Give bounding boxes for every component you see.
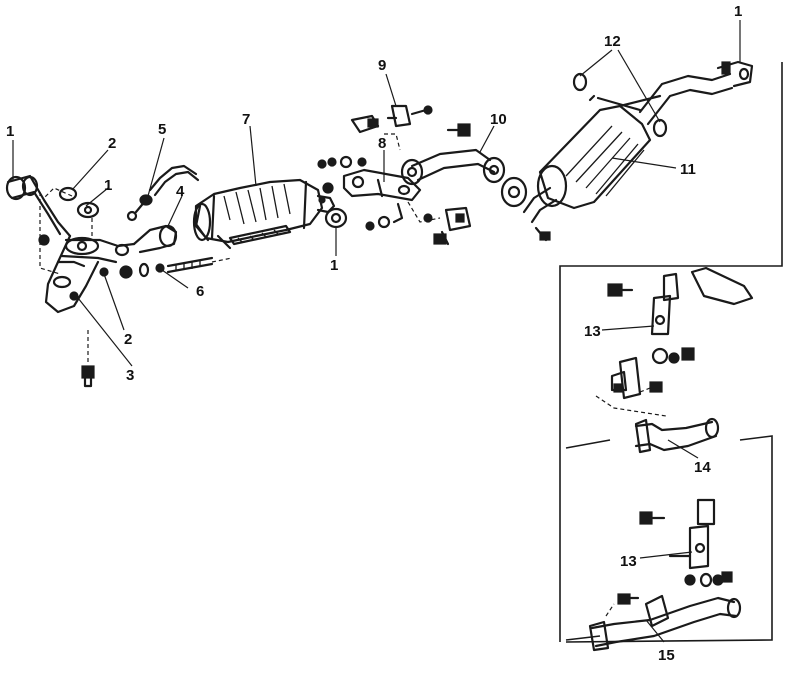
detail-frame [559,62,783,643]
manifold-gaskets [38,186,109,301]
callout-8: 8 [378,135,386,152]
detail-bracket-13-lower [617,498,733,628]
tail-pipe-15 [588,596,742,652]
rubber-rings [572,72,668,138]
muffler-bolt [534,226,551,242]
detail-bracket-13-upper [607,266,754,400]
oxygen-sensor [126,164,200,222]
callout-15: 15 [658,647,675,664]
callout-7: 7 [242,111,250,128]
center-pipe [400,148,506,186]
callout-1: 1 [104,177,112,194]
callout-3: 3 [126,367,134,384]
callout-1: 1 [734,3,742,20]
center-gaskets [317,155,367,229]
callout-labels: 1 2 1 5 4 7 6 2 3 1 8 9 10 11 12 1 13 14… [6,3,742,664]
callout-2: 2 [124,331,132,348]
hanger-bracket-9 [350,104,433,151]
tail-pipe [638,60,754,126]
callout-1: 1 [6,123,14,140]
front-exhaust-pipe [5,174,178,314]
callout-9: 9 [378,57,386,74]
callout-2: 2 [108,135,116,152]
leader-lines [12,20,741,643]
main-muffler [500,94,662,224]
callout-13: 13 [584,323,601,340]
catalytic-converter [192,178,336,250]
callout-13: 13 [620,553,637,570]
callout-11: 11 [680,161,696,178]
center-fasteners [365,123,472,246]
callout-10: 10 [490,111,507,128]
callout-5: 5 [158,121,166,138]
tail-pipe-14 [595,395,720,454]
stud-bolt-set [119,256,233,279]
center-bracket [342,168,441,224]
assembly-line [43,187,73,199]
callout-14: 14 [694,459,711,476]
callout-4: 4 [176,183,185,200]
bottom-bolt [81,330,95,388]
callout-1: 1 [330,257,338,274]
callout-6: 6 [196,283,204,300]
callout-12: 12 [604,33,621,50]
